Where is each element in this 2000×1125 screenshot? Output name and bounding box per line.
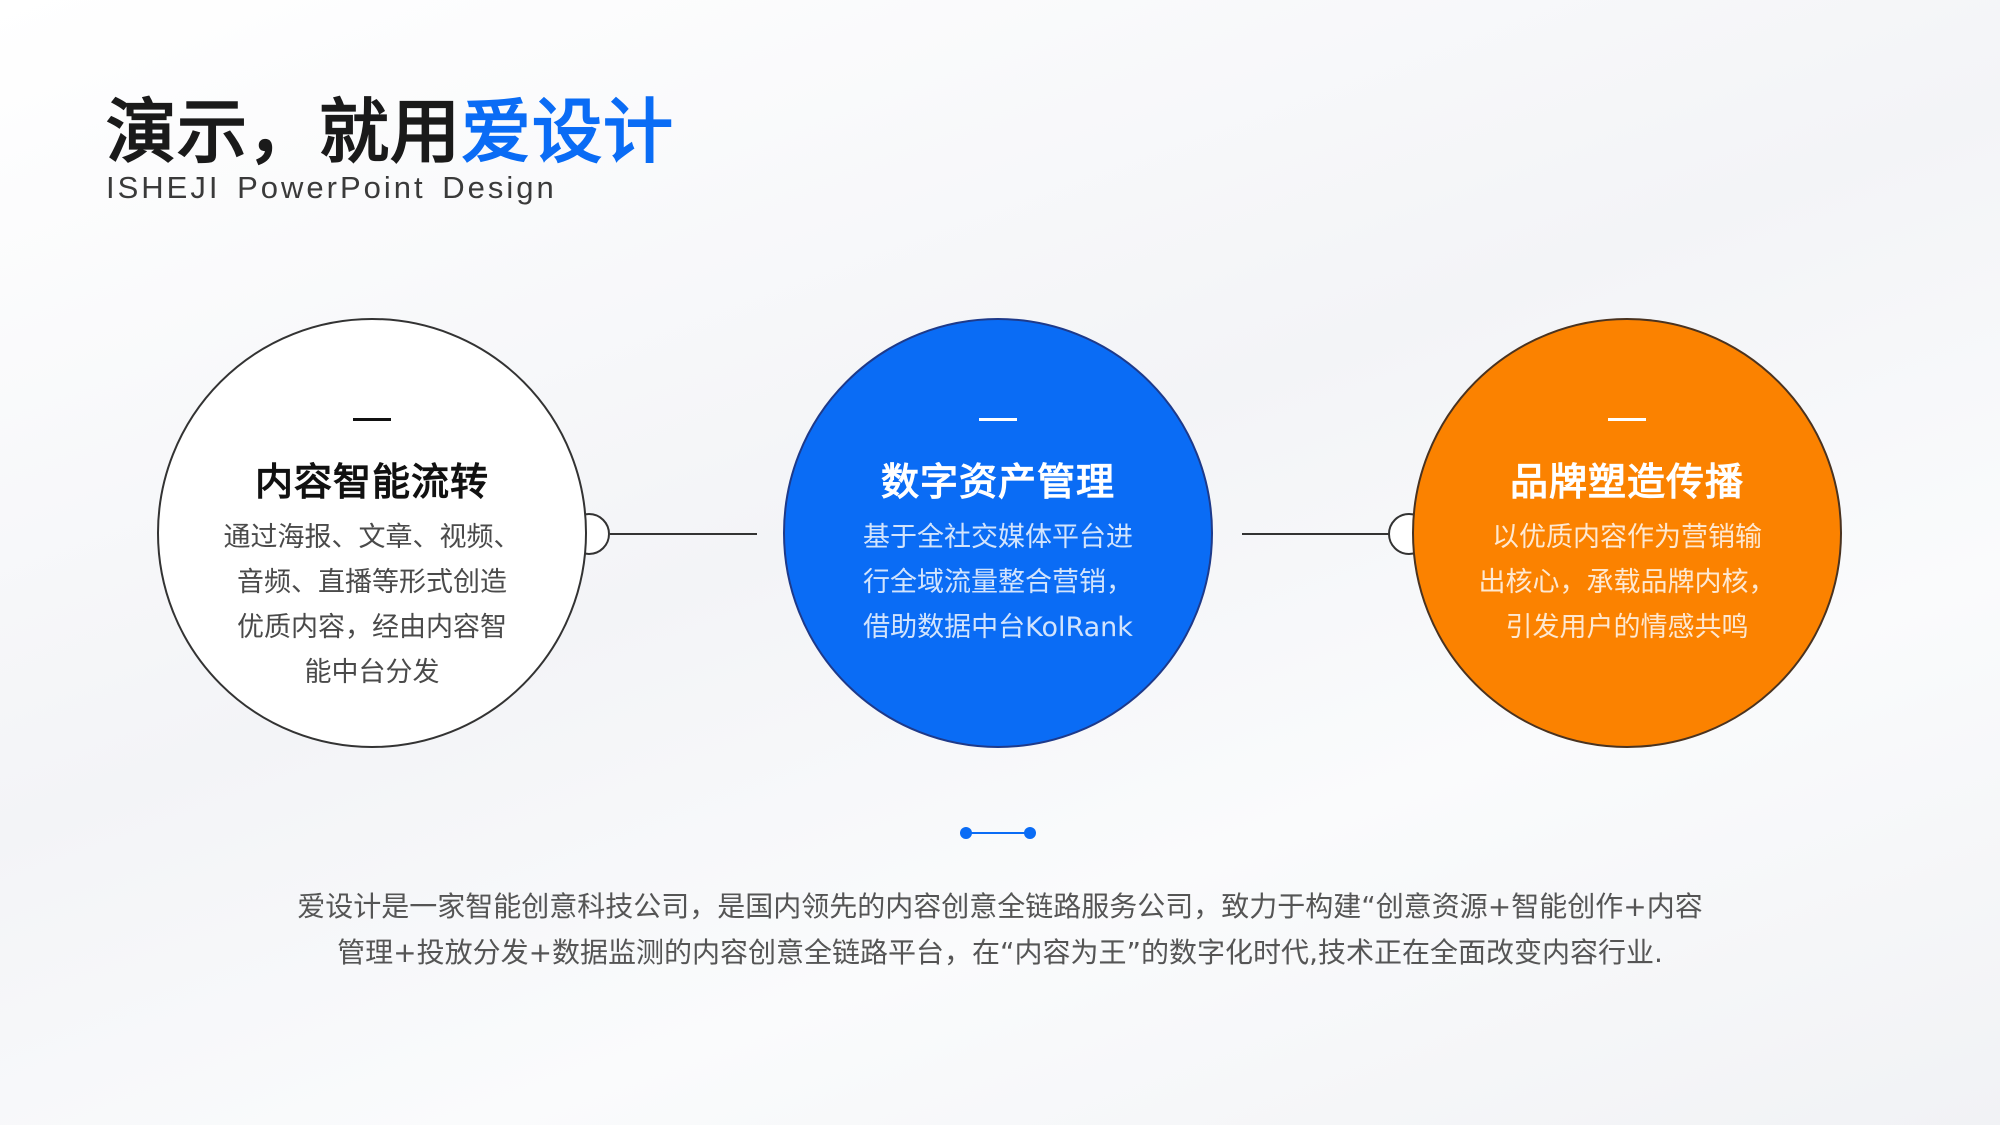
title-prefix: 演示，就用 — [106, 91, 461, 173]
company-description-line: 管理+投放分发+数据监测的内容创意全链路平台，在“内容为王”的数字化时代,技术正… — [337, 936, 1663, 969]
feature-description-line: 基于全社交媒体平台进 — [863, 522, 1133, 553]
feature-description-line: 音频、直播等形式创造 — [237, 567, 507, 598]
divider-dot-right — [1024, 827, 1036, 839]
feature-circle-content-flow: 内容智能流转 通过海报、文章、视频、 音频、直播等形式创造 优质内容，经由内容智… — [157, 318, 587, 748]
slide-subtitle: ISHEJI PowerPoint Design — [106, 170, 557, 205]
feature-description-line: 优质内容，经由内容智 — [237, 612, 507, 643]
feature-description-line: 引发用户的情感共鸣 — [1505, 612, 1749, 643]
title-accent: 爱设计 — [461, 91, 674, 173]
feature-description-line: 行全域流量整合营销， — [863, 567, 1133, 598]
feature-circle-brand-building: 品牌塑造传播 以优质内容作为营销输 出核心，承载品牌内核， 引发用户的情感共鸣 — [1412, 318, 1842, 748]
feature-heading: 内容智能流转 — [254, 460, 489, 504]
connector-line-right — [1242, 533, 1392, 535]
divider-dot-left — [960, 827, 972, 839]
divider-line — [966, 832, 1030, 834]
feature-heading: 品牌塑造传播 — [1509, 460, 1744, 504]
circle-dash-marker — [353, 418, 391, 421]
circle-dash-marker — [979, 418, 1017, 421]
circle-dash-marker — [1608, 418, 1646, 421]
feature-description: 通过海报、文章、视频、 音频、直播等形式创造 优质内容，经由内容智 能中台分发 — [217, 515, 527, 695]
section-divider — [960, 826, 1036, 840]
feature-description-line: 通过海报、文章、视频、 — [223, 522, 521, 553]
feature-description-line: 出核心，承载品牌内核， — [1478, 567, 1776, 598]
company-description-line: 爱设计是一家智能创意科技公司，是国内领先的内容创意全链路服务公司，致力于构建“创… — [297, 890, 1703, 923]
feature-description: 以优质内容作为营销输 出核心，承载品牌内核， 引发用户的情感共鸣 — [1472, 515, 1782, 650]
feature-description-line: 能中台分发 — [304, 657, 440, 688]
feature-circle-asset-management: 数字资产管理 基于全社交媒体平台进 行全域流量整合营销， 借助数据中台KolRa… — [783, 318, 1213, 748]
slide-title: 演示，就用爱设计 — [106, 92, 674, 172]
feature-description-line: 以优质内容作为营销输 — [1492, 522, 1762, 553]
connector-line-left — [610, 533, 757, 535]
company-description: 爱设计是一家智能创意科技公司，是国内领先的内容创意全链路服务公司，致力于构建“创… — [250, 884, 1750, 976]
feature-description: 基于全社交媒体平台进 行全域流量整合营销， 借助数据中台KolRank — [843, 515, 1153, 650]
feature-heading: 数字资产管理 — [880, 460, 1115, 504]
feature-description-line: 借助数据中台KolRank — [863, 612, 1133, 643]
